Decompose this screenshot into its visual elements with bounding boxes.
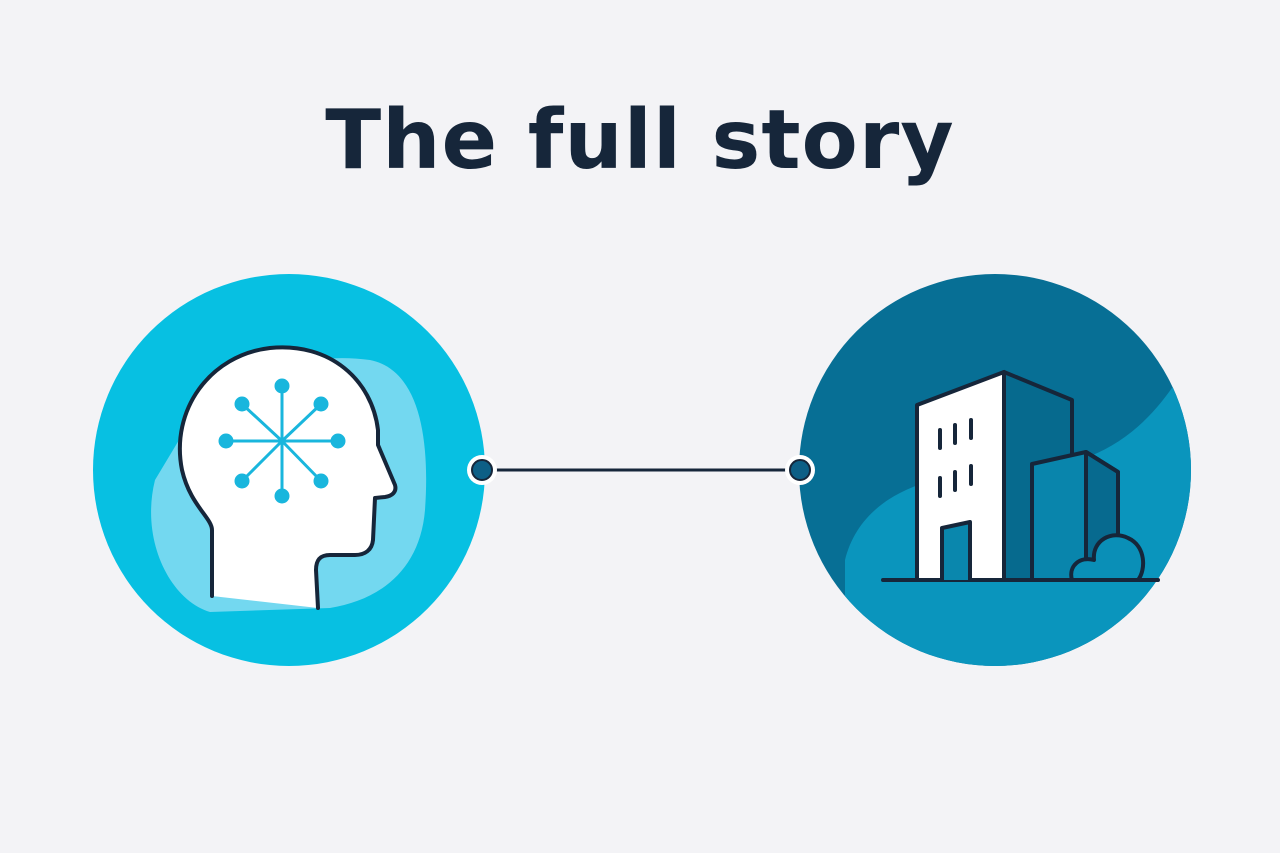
page-title: The full story — [325, 93, 955, 188]
mind-circle — [93, 274, 485, 666]
office-buildings-icon — [881, 370, 1160, 582]
head-network-icon — [177, 345, 398, 610]
organization-circle — [799, 274, 1191, 666]
